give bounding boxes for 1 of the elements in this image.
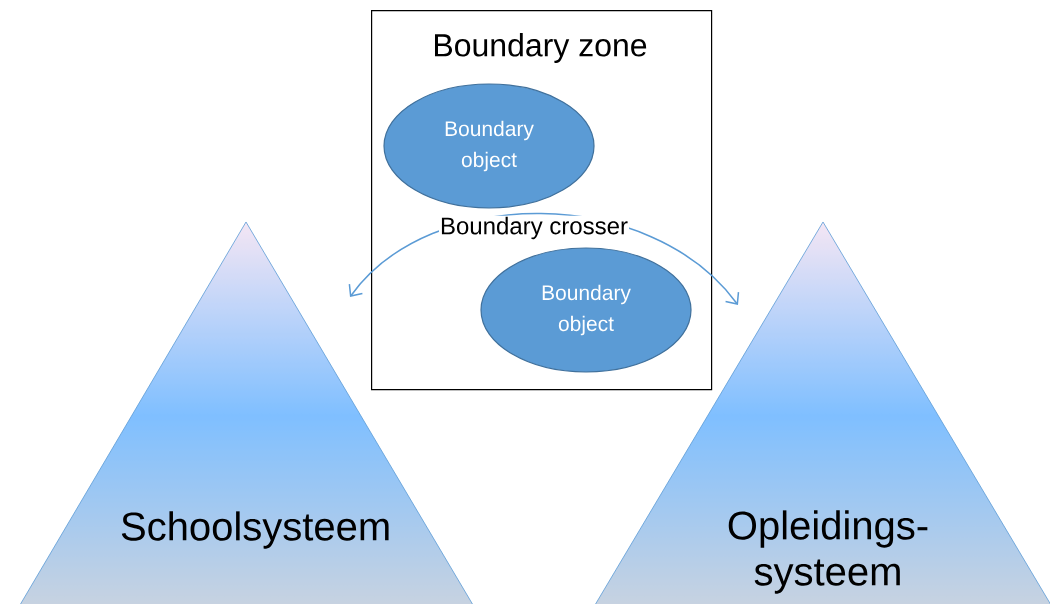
edge-label: Boundary crosser (438, 215, 630, 241)
